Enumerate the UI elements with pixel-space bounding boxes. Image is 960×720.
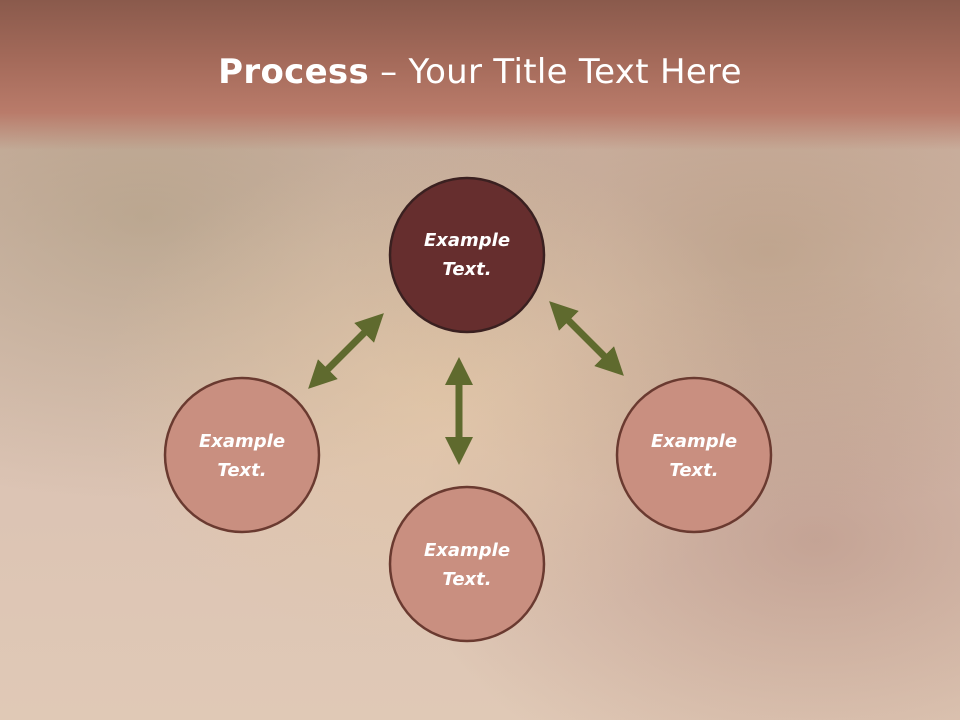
- node-bottom-line1: Example: [423, 540, 511, 561]
- title-banner: [0, 0, 960, 150]
- arrow-top-right: [549, 301, 624, 376]
- slide-title: Process – Your Title Text Here: [0, 52, 960, 92]
- title-bold: Process: [218, 52, 370, 92]
- node-label-top: Example Text.: [387, 226, 547, 284]
- node-label-right: Example Text.: [614, 427, 774, 485]
- node-circle-bottom: [388, 485, 546, 643]
- arrow-top-left: [308, 313, 384, 389]
- node-label-left: Example Text.: [162, 427, 322, 485]
- node-left-line2: Text.: [217, 460, 267, 481]
- node-top-line2: Text.: [442, 259, 492, 280]
- node-right-line2: Text.: [669, 460, 719, 481]
- title-rest: – Your Title Text Here: [369, 52, 742, 92]
- node-top-line1: Example: [423, 230, 511, 251]
- node-circle-right: [615, 376, 773, 534]
- node-right-line1: Example: [650, 431, 738, 452]
- node-circle-top: [388, 176, 546, 334]
- node-left-line1: Example: [198, 431, 286, 452]
- node-circle-left: [163, 376, 321, 534]
- node-label-bottom: Example Text.: [387, 536, 547, 594]
- node-bottom-line2: Text.: [442, 569, 492, 590]
